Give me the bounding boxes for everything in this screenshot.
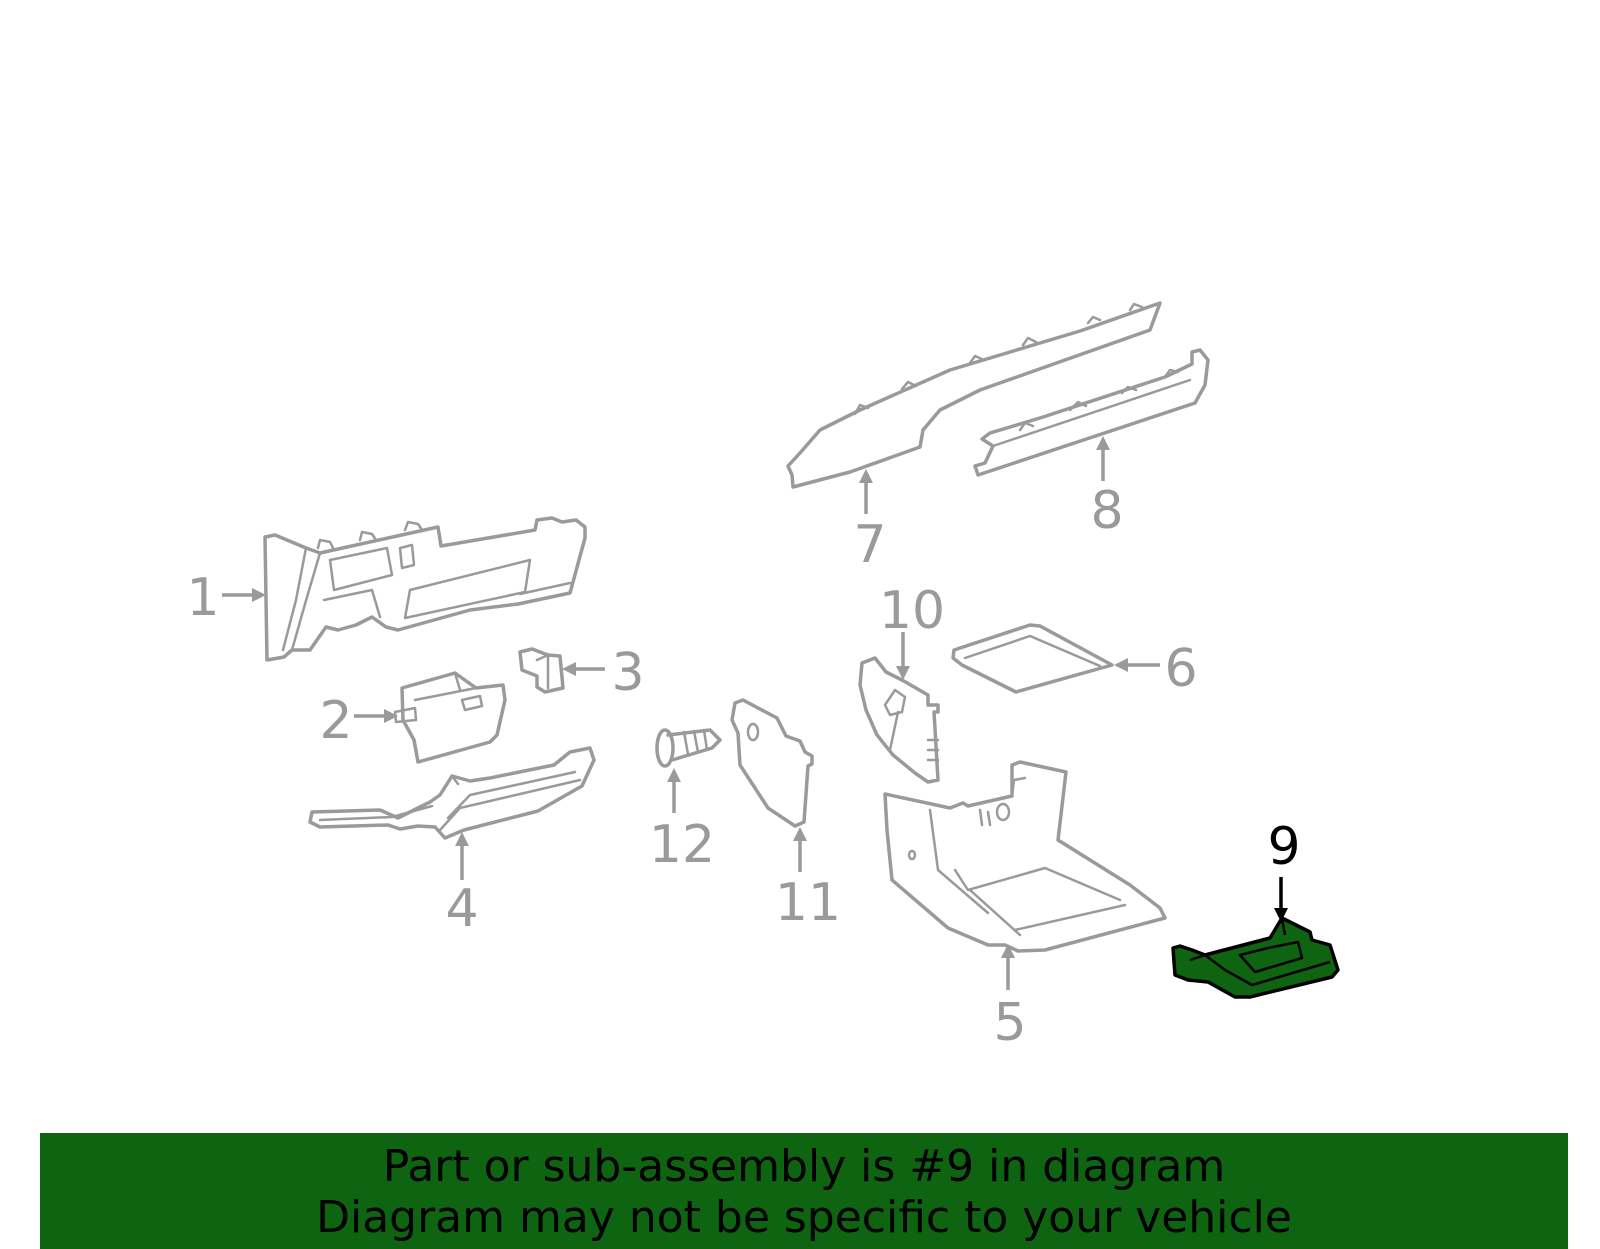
arrowhead-6 [1114,658,1128,672]
callout-7[interactable]: 7 [853,515,886,575]
part-1-lower-panel[interactable] [263,516,587,662]
arrowhead-10 [896,666,910,680]
arrowhead-7 [859,469,873,483]
part-11-insulator-pad[interactable] [730,698,814,828]
banner-line-1: Part or sub-assembly is #9 in diagram [382,1141,1226,1192]
callout-4[interactable]: 4 [445,879,478,939]
part-2-storage-bin[interactable] [393,671,507,764]
callout-9[interactable]: 9 [1267,817,1300,877]
arrowhead-5 [1001,944,1015,958]
banner-line-2: Diagram may not be specific to your vehi… [316,1192,1292,1243]
part-3-clip[interactable] [518,647,565,694]
arrowhead-8 [1096,436,1110,450]
part-12-push-pin[interactable] [655,728,722,768]
arrowhead-3 [562,662,576,676]
callout-8[interactable]: 8 [1090,481,1123,541]
part-6-cover-panel[interactable] [951,623,1114,694]
part-9-highlighted-tray[interactable] [1171,916,1340,999]
callout-2[interactable]: 2 [319,691,352,751]
part-4-trim-bracket[interactable] [308,746,596,840]
callout-5[interactable]: 5 [993,993,1026,1053]
part-8-trim-strip[interactable] [973,348,1210,477]
arrowhead-4 [455,832,469,846]
arrowhead-12 [667,768,681,782]
part-10-side-bracket[interactable] [858,656,940,784]
callout-12[interactable]: 12 [649,815,715,875]
part-7-upper-trim[interactable] [786,301,1162,489]
callout-3[interactable]: 3 [611,643,644,703]
arrowhead-11 [793,827,807,841]
info-banner: Part or sub-assembly is #9 in diagram Di… [40,1133,1568,1249]
part-5-console-tray[interactable] [883,760,1167,953]
callout-1[interactable]: 1 [186,568,219,628]
arrowhead-2 [384,709,398,723]
callout-10[interactable]: 10 [879,581,945,641]
callout-6[interactable]: 6 [1164,639,1197,699]
callout-11[interactable]: 11 [775,873,841,933]
arrowhead-9 [1274,908,1288,922]
arrowhead-1 [252,588,266,602]
